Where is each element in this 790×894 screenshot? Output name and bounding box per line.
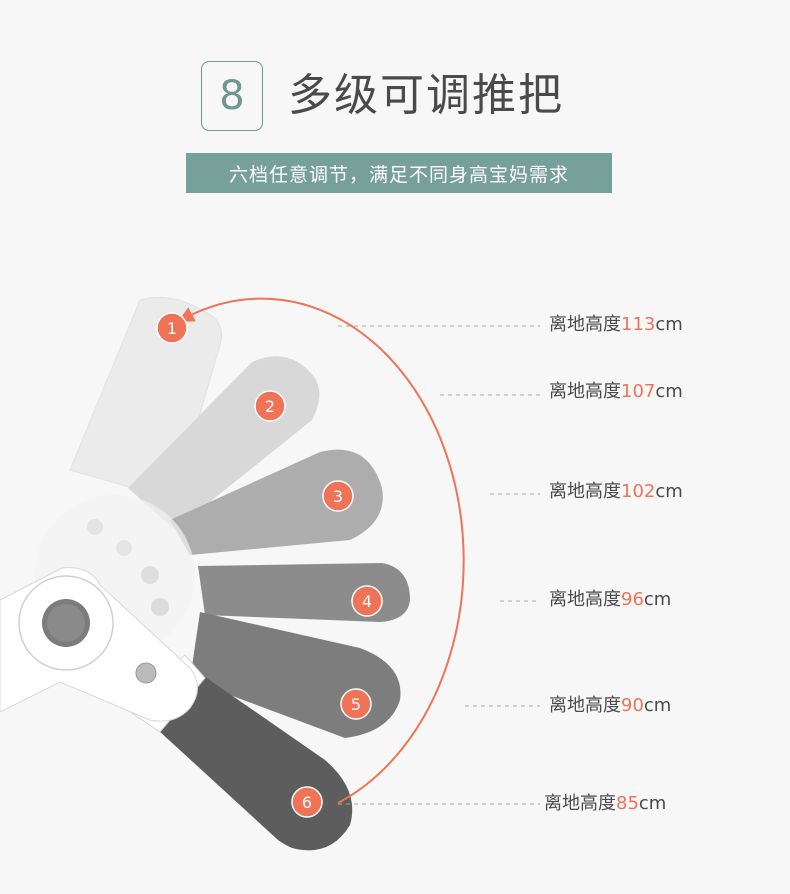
height-label-3-value: 102 xyxy=(621,481,656,502)
height-label-6-prefix: 离地高度 xyxy=(544,793,616,814)
height-label-6-value: 85 xyxy=(616,793,639,814)
height-label-3-prefix: 离地高度 xyxy=(549,481,621,502)
marker-6: 6 xyxy=(291,786,323,818)
marker-5-label: 5 xyxy=(351,695,361,714)
detent-dot-3 xyxy=(141,566,159,584)
height-label-6: 离地高度85cm xyxy=(544,793,666,815)
height-label-2-value: 107 xyxy=(621,381,656,402)
height-label-2-prefix: 离地高度 xyxy=(549,381,621,402)
height-label-5-unit: cm xyxy=(643,695,672,716)
height-label-2-unit: cm xyxy=(655,381,683,402)
marker-4-label: 4 xyxy=(362,592,372,611)
marker-1-label: 1 xyxy=(167,319,177,338)
subtitle-banner: 六档任意调节，满足不同身高宝妈需求 xyxy=(186,153,612,193)
section-number: 8 xyxy=(219,73,245,119)
height-label-4-value: 96 xyxy=(621,589,644,610)
adjustment-arc xyxy=(177,297,465,804)
height-label-3: 离地高度102cm xyxy=(549,481,683,503)
height-label-4: 离地高度96cm xyxy=(549,589,671,611)
marker-2: 2 xyxy=(254,390,286,422)
height-label-5-value: 90 xyxy=(621,695,644,716)
height-label-2: 离地高度107cm xyxy=(549,381,683,403)
marker-4: 4 xyxy=(351,585,383,617)
marker-3-label: 3 xyxy=(333,487,343,506)
marker-3: 3 xyxy=(322,480,354,512)
marker-5: 5 xyxy=(340,688,372,720)
subtitle-text: 六档任意调节，满足不同身高宝妈需求 xyxy=(228,163,569,186)
height-label-1-value: 113 xyxy=(621,314,656,335)
handle-position-3 xyxy=(170,449,383,555)
section-number-badge: 8 xyxy=(201,61,263,131)
height-label-3-unit: cm xyxy=(655,481,683,502)
section-title: 多级可调推把 xyxy=(288,70,564,121)
marker-2-label: 2 xyxy=(265,397,275,416)
height-label-6-unit: cm xyxy=(638,793,667,814)
marker-1: 1 xyxy=(156,312,188,344)
frame-hinge xyxy=(0,567,198,722)
height-label-1-prefix: 离地高度 xyxy=(549,314,621,335)
detent-dot-4 xyxy=(151,598,169,616)
height-label-1: 离地高度113cm xyxy=(549,314,683,336)
height-label-1-unit: cm xyxy=(655,314,683,335)
height-label-4-unit: cm xyxy=(643,589,672,610)
height-label-5-prefix: 离地高度 xyxy=(549,695,621,716)
detent-dot-1 xyxy=(87,519,103,535)
height-label-5: 离地高度90cm xyxy=(549,695,671,717)
marker-6-label: 6 xyxy=(302,793,312,812)
detent-dot-2 xyxy=(116,540,132,556)
height-label-4-prefix: 离地高度 xyxy=(549,589,621,610)
